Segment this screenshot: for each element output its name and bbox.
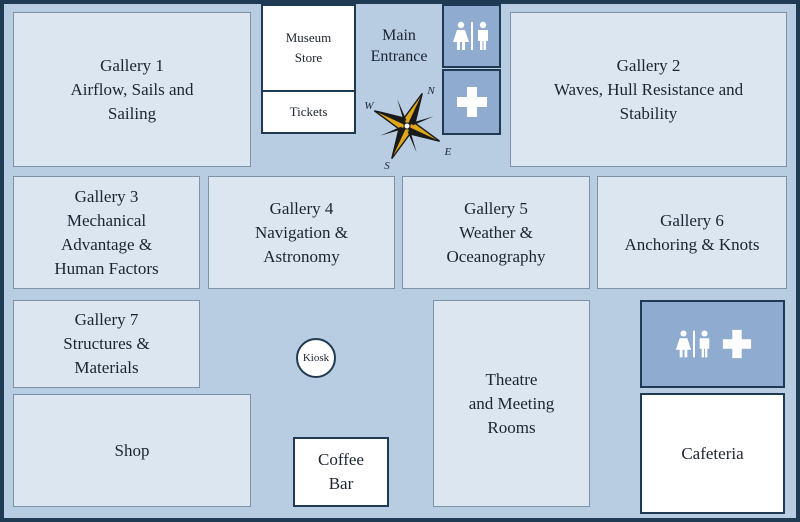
gallery-4-label: Gallery 4 Navigation & Astronomy: [254, 198, 348, 266]
first-aid-icon: [456, 87, 487, 117]
theatre-and-meeting-rooms[interactable]: Theatre and Meeting Rooms: [433, 300, 590, 507]
compass-n: N: [427, 85, 435, 97]
shop[interactable]: Shop: [13, 394, 251, 507]
museum-store-label: Museum Store: [285, 30, 332, 65]
gallery-7[interactable]: Gallery 7 Structures & Materials: [13, 300, 200, 388]
gallery-2[interactable]: Gallery 2 Waves, Hull Resistance and Sta…: [510, 12, 787, 167]
gallery-3-label: Gallery 3 Mechanical Advantage & Human F…: [54, 186, 159, 278]
restroom-icon: [675, 330, 709, 358]
gallery-6[interactable]: Gallery 6 Anchoring & Knots: [597, 176, 787, 289]
first-aid-top[interactable]: [442, 69, 501, 135]
gallery-7-label: Gallery 7 Structures & Materials: [63, 310, 150, 377]
gallery-2-label: Gallery 2 Waves, Hull Resistance and Sta…: [553, 55, 744, 123]
compass-rose-icon: [373, 92, 441, 160]
cafeteria[interactable]: Cafeteria: [640, 393, 785, 514]
gallery-4[interactable]: Gallery 4 Navigation & Astronomy: [208, 176, 395, 289]
restroom-top[interactable]: [442, 4, 501, 68]
kiosk[interactable]: Kiosk: [296, 338, 336, 378]
theatre-label: Theatre and Meeting Rooms: [468, 369, 555, 437]
compass-e: E: [444, 146, 452, 158]
shop-label: Shop: [114, 440, 150, 460]
tickets-label: Tickets: [289, 104, 328, 119]
gallery-3[interactable]: Gallery 3 Mechanical Advantage & Human F…: [13, 176, 200, 289]
gallery-5[interactable]: Gallery 5 Weather & Oceanography: [402, 176, 590, 289]
kiosk-label: Kiosk: [302, 352, 330, 364]
first-aid-icon: [722, 329, 751, 359]
cafeteria-label: Cafeteria: [681, 443, 744, 463]
coffee-bar[interactable]: Coffee Bar: [293, 437, 389, 507]
restroom-first-aid-bottom[interactable]: [640, 300, 785, 388]
museum-store[interactable]: Museum Store: [261, 4, 356, 92]
restroom-icon: [452, 21, 488, 50]
gallery-1-label: Gallery 1 Airflow, Sails and Sailing: [70, 55, 194, 123]
main-entrance-label: Main Entrance: [370, 27, 428, 65]
coffee-bar-label: Coffee Bar: [318, 450, 364, 493]
tickets[interactable]: Tickets: [261, 90, 356, 134]
compass-s: S: [384, 160, 390, 172]
gallery-6-label: Gallery 6 Anchoring & Knots: [624, 210, 760, 254]
compass-w: W: [364, 100, 374, 112]
gallery-5-label: Gallery 5 Weather & Oceanography: [446, 198, 546, 266]
gallery-1[interactable]: Gallery 1 Airflow, Sails and Sailing: [13, 12, 251, 167]
